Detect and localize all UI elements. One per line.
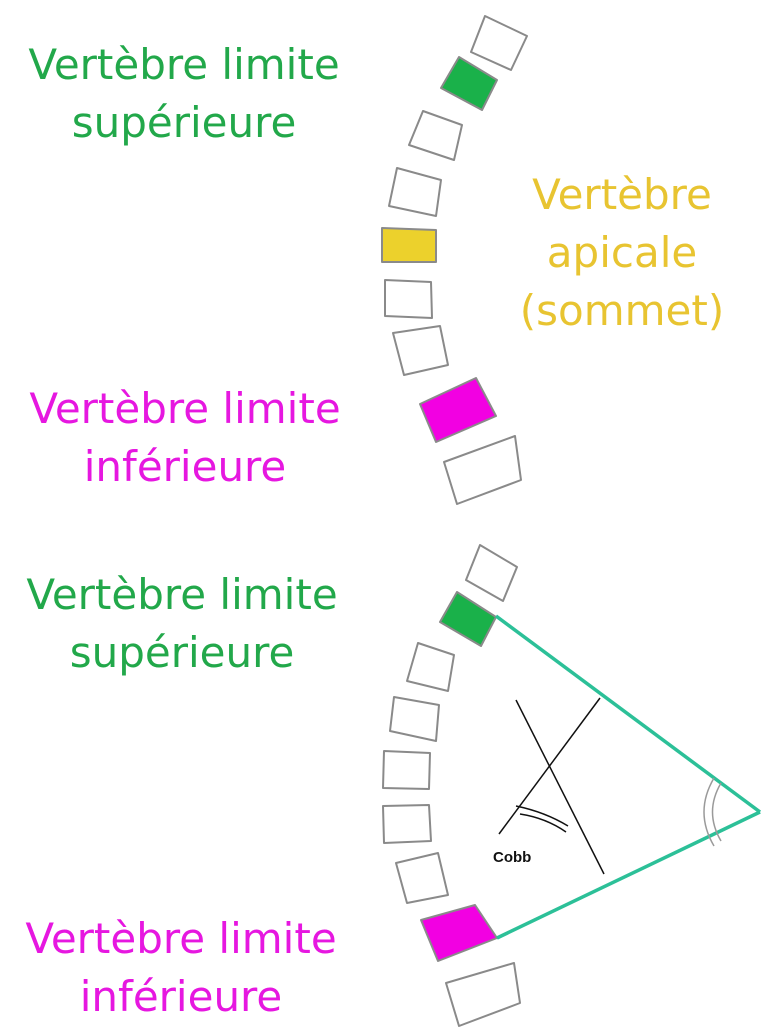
label-line: Vertèbre limite (29, 384, 341, 433)
label-line: inférieure (83, 442, 287, 491)
label-line: Vertèbre limite (26, 570, 338, 619)
top-upper-end-vertebra-label: Vertèbre limite supérieure (8, 36, 360, 152)
label-line: (sommet) (519, 286, 725, 335)
vertebra-top-6 (384, 279, 433, 319)
upper-endplate-line (494, 614, 762, 814)
cobb-angle-arc-1 (515, 805, 569, 827)
bottom-upper-end-vertebra-label: Vertèbre limite supérieure (4, 566, 360, 682)
vertex-angle-arc-inner (711, 782, 722, 842)
vertebra-top-9 (443, 435, 522, 505)
vertebra-bottom-3 (406, 642, 455, 692)
bottom-lower-end-vertebra-label: Vertèbre limite inférieure (0, 910, 362, 1026)
top-apical-vertebra-label: Vertèbre apicale (sommet) (500, 166, 744, 340)
lower-endplate-line (496, 810, 761, 940)
label-line: supérieure (69, 628, 295, 677)
upper-end-vertebra-bottom (439, 591, 497, 647)
vertebra-bottom-6 (382, 804, 432, 844)
vertebra-top-7 (392, 325, 449, 376)
vertebra-top-4 (388, 167, 442, 217)
label-line: apicale (546, 228, 698, 277)
vertebra-top-1 (470, 15, 528, 71)
vertebra-bottom-7 (395, 852, 449, 904)
label-line: Vertèbre limite (25, 914, 337, 963)
vertebra-bottom-1 (465, 544, 518, 602)
label-line: inférieure (79, 972, 283, 1021)
label-line: Vertèbre (532, 170, 712, 219)
vertebra-top-3 (408, 110, 463, 161)
label-line: supérieure (71, 98, 297, 147)
top-lower-end-vertebra-label: Vertèbre limite inférieure (0, 380, 370, 496)
cobb-angle-arc-2 (519, 813, 567, 833)
lower-end-vertebra-top (419, 377, 497, 443)
vertebra-bottom-4 (389, 696, 440, 742)
vertex-angle-arc-outer (703, 777, 715, 847)
apical-vertebra-top (381, 227, 437, 263)
vertebra-bottom-9 (445, 962, 521, 1027)
vertebra-bottom-5 (382, 750, 431, 790)
lower-perpendicular-line (515, 699, 605, 875)
label-line: Vertèbre limite (28, 40, 340, 89)
lower-end-vertebra-bottom (420, 904, 498, 962)
upper-end-vertebra-top (440, 56, 498, 111)
cobb-angle-label: Cobb (493, 849, 531, 866)
